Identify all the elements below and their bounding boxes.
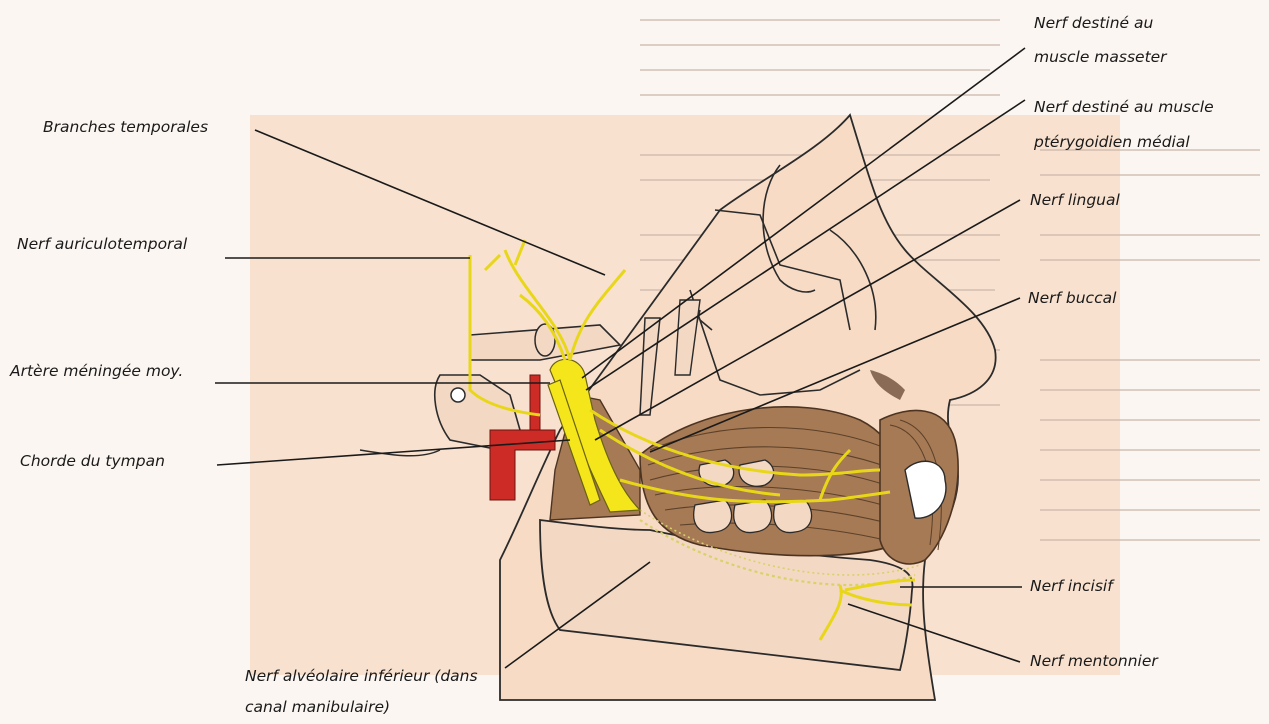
label-nerf-auriculotemporal: Nerf auriculotemporal: [17, 237, 187, 253]
label-nerf-pterygoidien-line1: Nerf destiné au muscle: [1034, 100, 1214, 116]
label-nerf-masseter-line2: muscle masseter: [1034, 50, 1167, 66]
label-nerf-incisif: Nerf incisif: [1030, 579, 1113, 595]
label-nerf-alveolaire-line1: Nerf alvéolaire inférieur (dans: [245, 669, 478, 685]
label-nerf-alveolaire-line2: canal manibulaire): [245, 700, 390, 716]
label-branches-temporales: Branches temporales: [43, 120, 208, 136]
label-nerf-lingual: Nerf lingual: [1030, 193, 1120, 209]
label-nerf-mentonnier: Nerf mentonnier: [1030, 654, 1158, 670]
label-nerf-masseter-line1: Nerf destiné au: [1034, 16, 1153, 32]
label-chorde-tympan: Chorde du tympan: [20, 454, 165, 470]
label-nerf-pterygoidien-line2: ptérygoidien médial: [1034, 135, 1190, 151]
label-nerf-buccal: Nerf buccal: [1028, 291, 1116, 307]
label-artere-meningee: Artère méningée moy.: [10, 364, 183, 380]
ear-canal: [451, 388, 465, 402]
